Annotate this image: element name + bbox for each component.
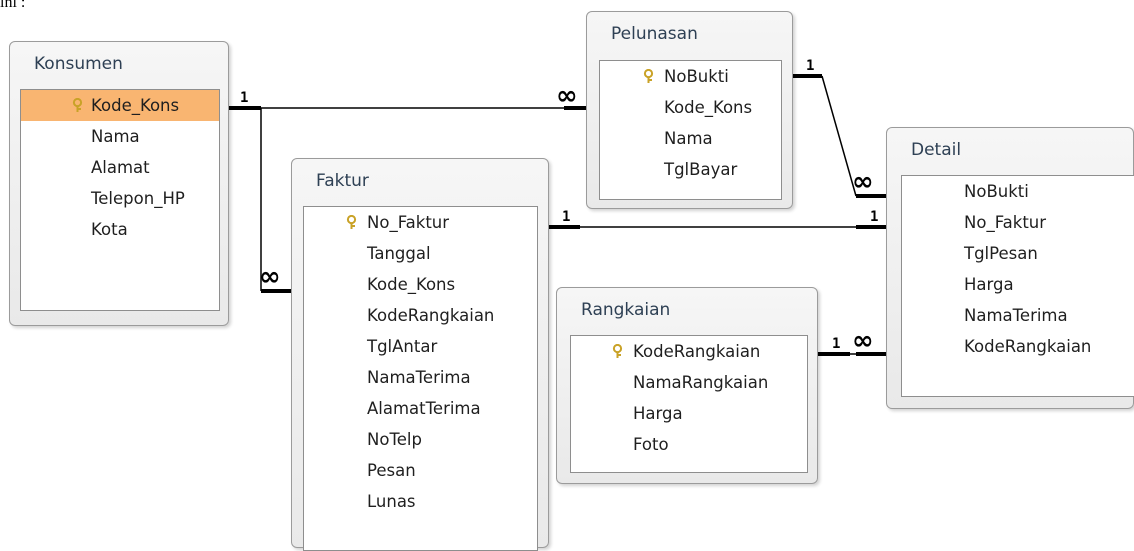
field-name: TglAntar [367,337,438,356]
relationship-pelunasan-detail[interactable]: 1 ∞ [793,58,886,198]
field-row[interactable]: NamaRangkaian [571,367,807,398]
field-row[interactable]: No_Faktur [304,207,537,238]
rel-one-label: 1 [562,209,570,225]
field-row[interactable]: Kode_Kons [21,90,219,121]
table-title: Detail [911,140,962,160]
rel-many-label: 1 [870,209,878,225]
field-name: KodeRangkaian [964,337,1092,356]
field-row[interactable]: Nama [21,121,219,152]
table-title: Rangkaian [581,300,671,320]
field-row[interactable]: Telepon_HP [21,183,219,214]
field-name: Harga [964,275,1014,294]
field-name: NoTelp [367,430,422,449]
field-name: Kode_Kons [664,98,753,117]
relationship-konsumen-pelunasan[interactable]: 1 ∞ [229,81,586,111]
field-row[interactable]: Kota [21,214,219,245]
rel-many-label: ∞ [556,81,578,111]
field-name: NoBukti [964,182,1029,201]
field-list: NoBukti Kode_Kons Nama TglBayar [599,60,782,200]
field-row[interactable]: NamaTerima [304,362,537,393]
table-title: Pelunasan [611,24,698,44]
field-name: Kode_Kons [91,96,180,115]
rel-one-label: 1 [240,90,248,106]
field-name: No_Faktur [964,213,1047,232]
field-name: Alamat [91,158,150,177]
field-row[interactable]: Harga [902,269,1134,300]
field-list: No_Faktur Tanggal Kode_Kons KodeRangkaia… [303,206,538,551]
field-name: NoBukti [664,67,729,86]
field-row[interactable]: Harga [571,398,807,429]
field-name: Harga [633,404,683,423]
table-konsumen[interactable]: Konsumen Kode_Kons Nama Alamat Telepon_H… [9,41,229,326]
rel-many-label: ∞ [852,167,874,197]
field-name: Kode_Kons [367,275,456,294]
field-name: Kota [91,220,128,239]
field-name: TglBayar [664,160,738,179]
field-name: NamaTerima [964,306,1068,325]
field-name: KodeRangkaian [367,306,495,325]
field-row[interactable]: Alamat [21,152,219,183]
field-name: Foto [633,435,669,454]
field-row[interactable]: TglAntar [304,331,537,362]
table-detail[interactable]: Detail NoBukti No_Faktur TglPesan Harga … [886,127,1134,409]
relationship-layer: 1 ∞ ∞ 1 ∞ 1 1 1 ∞ [229,58,886,356]
field-row[interactable]: KodeRangkaian [902,331,1134,362]
field-row[interactable]: Kode_Kons [600,92,781,123]
field-list: KodeRangkaian NamaRangkaian Harga Foto [570,335,808,473]
rel-many-label: ∞ [259,262,281,292]
page-note: ini : [0,0,26,11]
field-row[interactable]: Tanggal [304,238,537,269]
field-name: Nama [91,127,140,146]
table-title: Faktur [316,171,369,191]
relationship-faktur-detail[interactable]: 1 1 [549,209,886,229]
field-row[interactable]: Foto [571,429,807,460]
field-row[interactable]: Kode_Kons [304,269,537,300]
field-list: NoBukti No_Faktur TglPesan Harga NamaTer… [901,175,1134,397]
key-icon [346,215,357,229]
relationship-konsumen-faktur[interactable]: ∞ [259,108,291,293]
key-icon [72,98,83,112]
relationship-rangkaian-detail[interactable]: 1 ∞ [818,326,886,356]
table-faktur[interactable]: Faktur No_Faktur Tanggal Kode_Kons KodeR… [291,158,549,551]
field-row[interactable]: TglPesan [902,238,1134,269]
field-name: Pesan [367,461,416,480]
field-row[interactable]: Lunas [304,486,537,517]
field-row[interactable]: KodeRangkaian [571,336,807,367]
field-name: Telepon_HP [91,189,185,208]
field-row[interactable]: AlamatTerima [304,393,537,424]
field-row[interactable]: NamaTerima [902,300,1134,331]
field-row[interactable]: Nama [600,123,781,154]
field-name: TglPesan [964,244,1038,263]
field-name: Lunas [367,492,416,511]
rel-one-label: 1 [832,336,840,352]
table-title: Konsumen [34,54,123,74]
field-row[interactable]: NoBukti [902,176,1134,207]
field-name: KodeRangkaian [633,342,761,361]
field-name: AlamatTerima [367,399,481,418]
field-row[interactable]: NoBukti [600,61,781,92]
rel-one-label: 1 [806,58,814,74]
key-icon [612,344,623,358]
table-pelunasan[interactable]: Pelunasan NoBukti Kode_Kons Nama TglBaya… [586,11,793,209]
field-row[interactable]: NoTelp [304,424,537,455]
rel-many-label: ∞ [852,326,874,356]
field-name: No_Faktur [367,213,450,232]
table-rangkaian[interactable]: Rangkaian KodeRangkaian NamaRangkaian Ha… [556,287,818,484]
field-row[interactable]: No_Faktur [902,207,1134,238]
field-row[interactable]: KodeRangkaian [304,300,537,331]
field-row[interactable]: Pesan [304,455,537,486]
key-icon [643,69,654,83]
field-name: NamaRangkaian [633,373,769,392]
field-name: Tanggal [367,244,431,263]
field-name: NamaTerima [367,368,471,387]
field-name: Nama [664,129,713,148]
field-list: Kode_Kons Nama Alamat Telepon_HP Kota [20,89,220,311]
field-row[interactable]: TglBayar [600,154,781,185]
